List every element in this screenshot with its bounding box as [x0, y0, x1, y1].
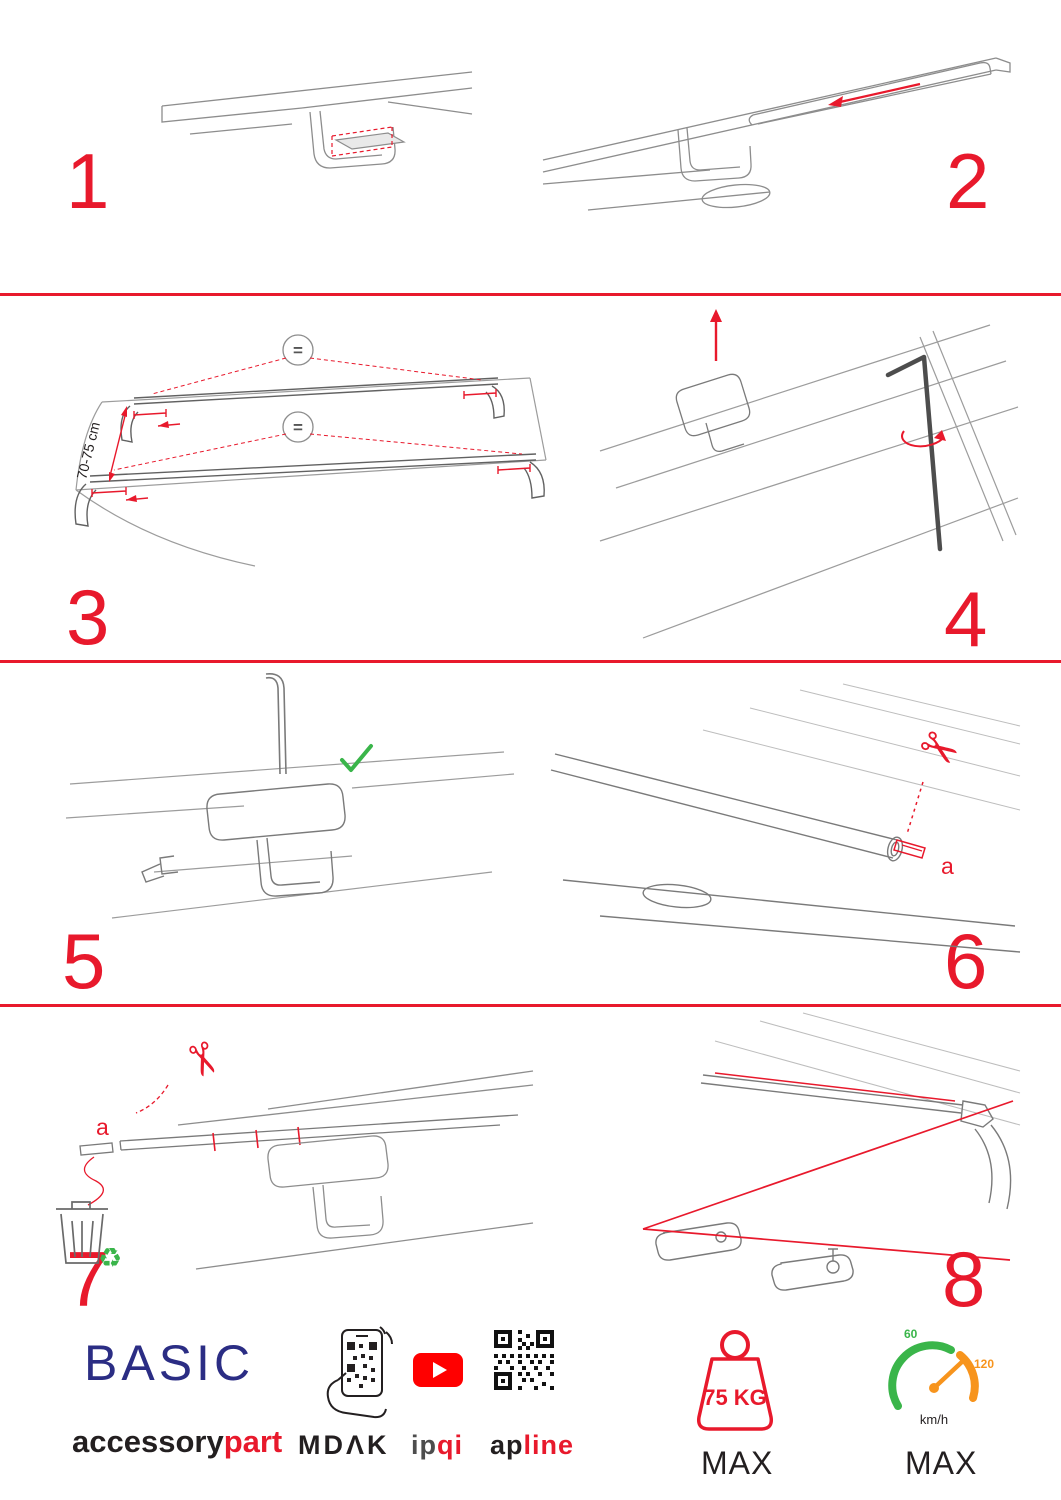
- cut-line: [906, 781, 924, 835]
- scissors-icon: ✂: [908, 717, 969, 782]
- adjust-arrowhead: [126, 495, 137, 502]
- max-speed-label: MAX: [905, 1445, 978, 1481]
- qr-code: [492, 1328, 556, 1392]
- cut-path: [135, 1084, 169, 1114]
- brand-accessory: accessory: [72, 1424, 224, 1459]
- brand-ip: ip: [411, 1430, 437, 1460]
- speed-high-tick: 120: [974, 1357, 994, 1371]
- rotate-arrow: [901, 430, 946, 448]
- step6-illustration: ✂ a: [550, 683, 1021, 953]
- step5-illustration: [65, 672, 515, 919]
- rubber-strip: [79, 1114, 519, 1156]
- clamp-assembly: [141, 783, 346, 897]
- brand-ipqi: ipqi: [411, 1430, 463, 1461]
- cut-marks: [212, 1126, 301, 1152]
- step7-illustration: ✂ a ♻: [56, 1034, 534, 1273]
- strip-highlight: [714, 1072, 956, 1102]
- check-icon: [340, 744, 373, 772]
- step1-illustration: [161, 71, 473, 169]
- brand-basic: BASIC: [84, 1335, 255, 1391]
- pad-highlight-box: [331, 126, 393, 157]
- max-weight-label: MAX: [701, 1445, 774, 1481]
- step-7-number: 7: [66, 1235, 110, 1323]
- foot-pads: [655, 1222, 854, 1291]
- strip-end: [893, 839, 926, 859]
- brand-mdak: MDΛK: [298, 1430, 390, 1460]
- step-8-number: 8: [942, 1235, 986, 1323]
- section-divider: [0, 293, 1061, 296]
- trash-icon: [56, 1201, 108, 1264]
- bar-distance-label: 70-75 cm: [73, 420, 103, 480]
- qr-scan-phone-icon: [326, 1326, 393, 1419]
- locking-pin: [265, 672, 287, 775]
- mounted-bar: [700, 1074, 1012, 1210]
- slide-arrow: [828, 82, 921, 107]
- rubber-pad: [334, 132, 406, 150]
- step-3-number: 3: [66, 573, 110, 661]
- step4-illustration: [599, 309, 1019, 639]
- adjust-arrowhead: [158, 421, 169, 428]
- step-5-number: 5: [62, 917, 106, 1005]
- step-4-number: 4: [944, 575, 988, 663]
- speed-unit: km/h: [920, 1412, 948, 1427]
- dimension-arrows: [91, 389, 531, 501]
- up-arrow: [710, 309, 722, 361]
- step8-illustration: [642, 1012, 1021, 1291]
- brand-accessorypart: accessorypart: [72, 1424, 282, 1460]
- speed-low-tick: 60: [904, 1327, 918, 1341]
- max-weight-icon: 75 KG: [696, 1330, 774, 1431]
- panel-outline: [642, 1100, 1014, 1261]
- step2-illustration: [542, 57, 1011, 211]
- section-divider: [0, 1004, 1061, 1007]
- step-1-number: 1: [66, 137, 110, 225]
- brand-part: part: [223, 1424, 283, 1459]
- step-2-number: 2: [946, 137, 990, 225]
- brand-apline: apline: [490, 1430, 574, 1461]
- cross-bars: [74, 377, 545, 527]
- part-a-label: a: [96, 1114, 109, 1140]
- step-6-number: 6: [944, 917, 988, 1005]
- section-divider: [0, 660, 1061, 663]
- discard-path: [83, 1156, 104, 1206]
- youtube-icon: [413, 1353, 463, 1387]
- equal-sign-circle: =: [282, 411, 314, 443]
- allen-key: [885, 354, 943, 552]
- clamp-body: [675, 373, 751, 453]
- svg-text:=: =: [293, 418, 303, 437]
- max-speed-icon: 60 120 km/h: [888, 1327, 994, 1427]
- recycle-icon: ♻: [98, 1243, 122, 1273]
- step3-illustration: = = 70-75 cm: [73, 334, 547, 567]
- brand-ap: ap: [490, 1430, 524, 1460]
- part-a-label: a: [941, 853, 954, 879]
- scissors-icon: ✂: [172, 1034, 231, 1085]
- svg-text:=: =: [293, 341, 303, 360]
- clamp-assembly: [177, 1070, 534, 1270]
- cross-bar-tube: [550, 753, 1021, 953]
- equal-sign-circle: =: [282, 334, 314, 366]
- span-arrow: [109, 406, 127, 482]
- brand-qi: qi: [437, 1430, 463, 1460]
- brand-line: line: [523, 1430, 575, 1460]
- max-weight-value: 75 KG: [703, 1385, 767, 1410]
- dimension-leaders: [113, 357, 523, 471]
